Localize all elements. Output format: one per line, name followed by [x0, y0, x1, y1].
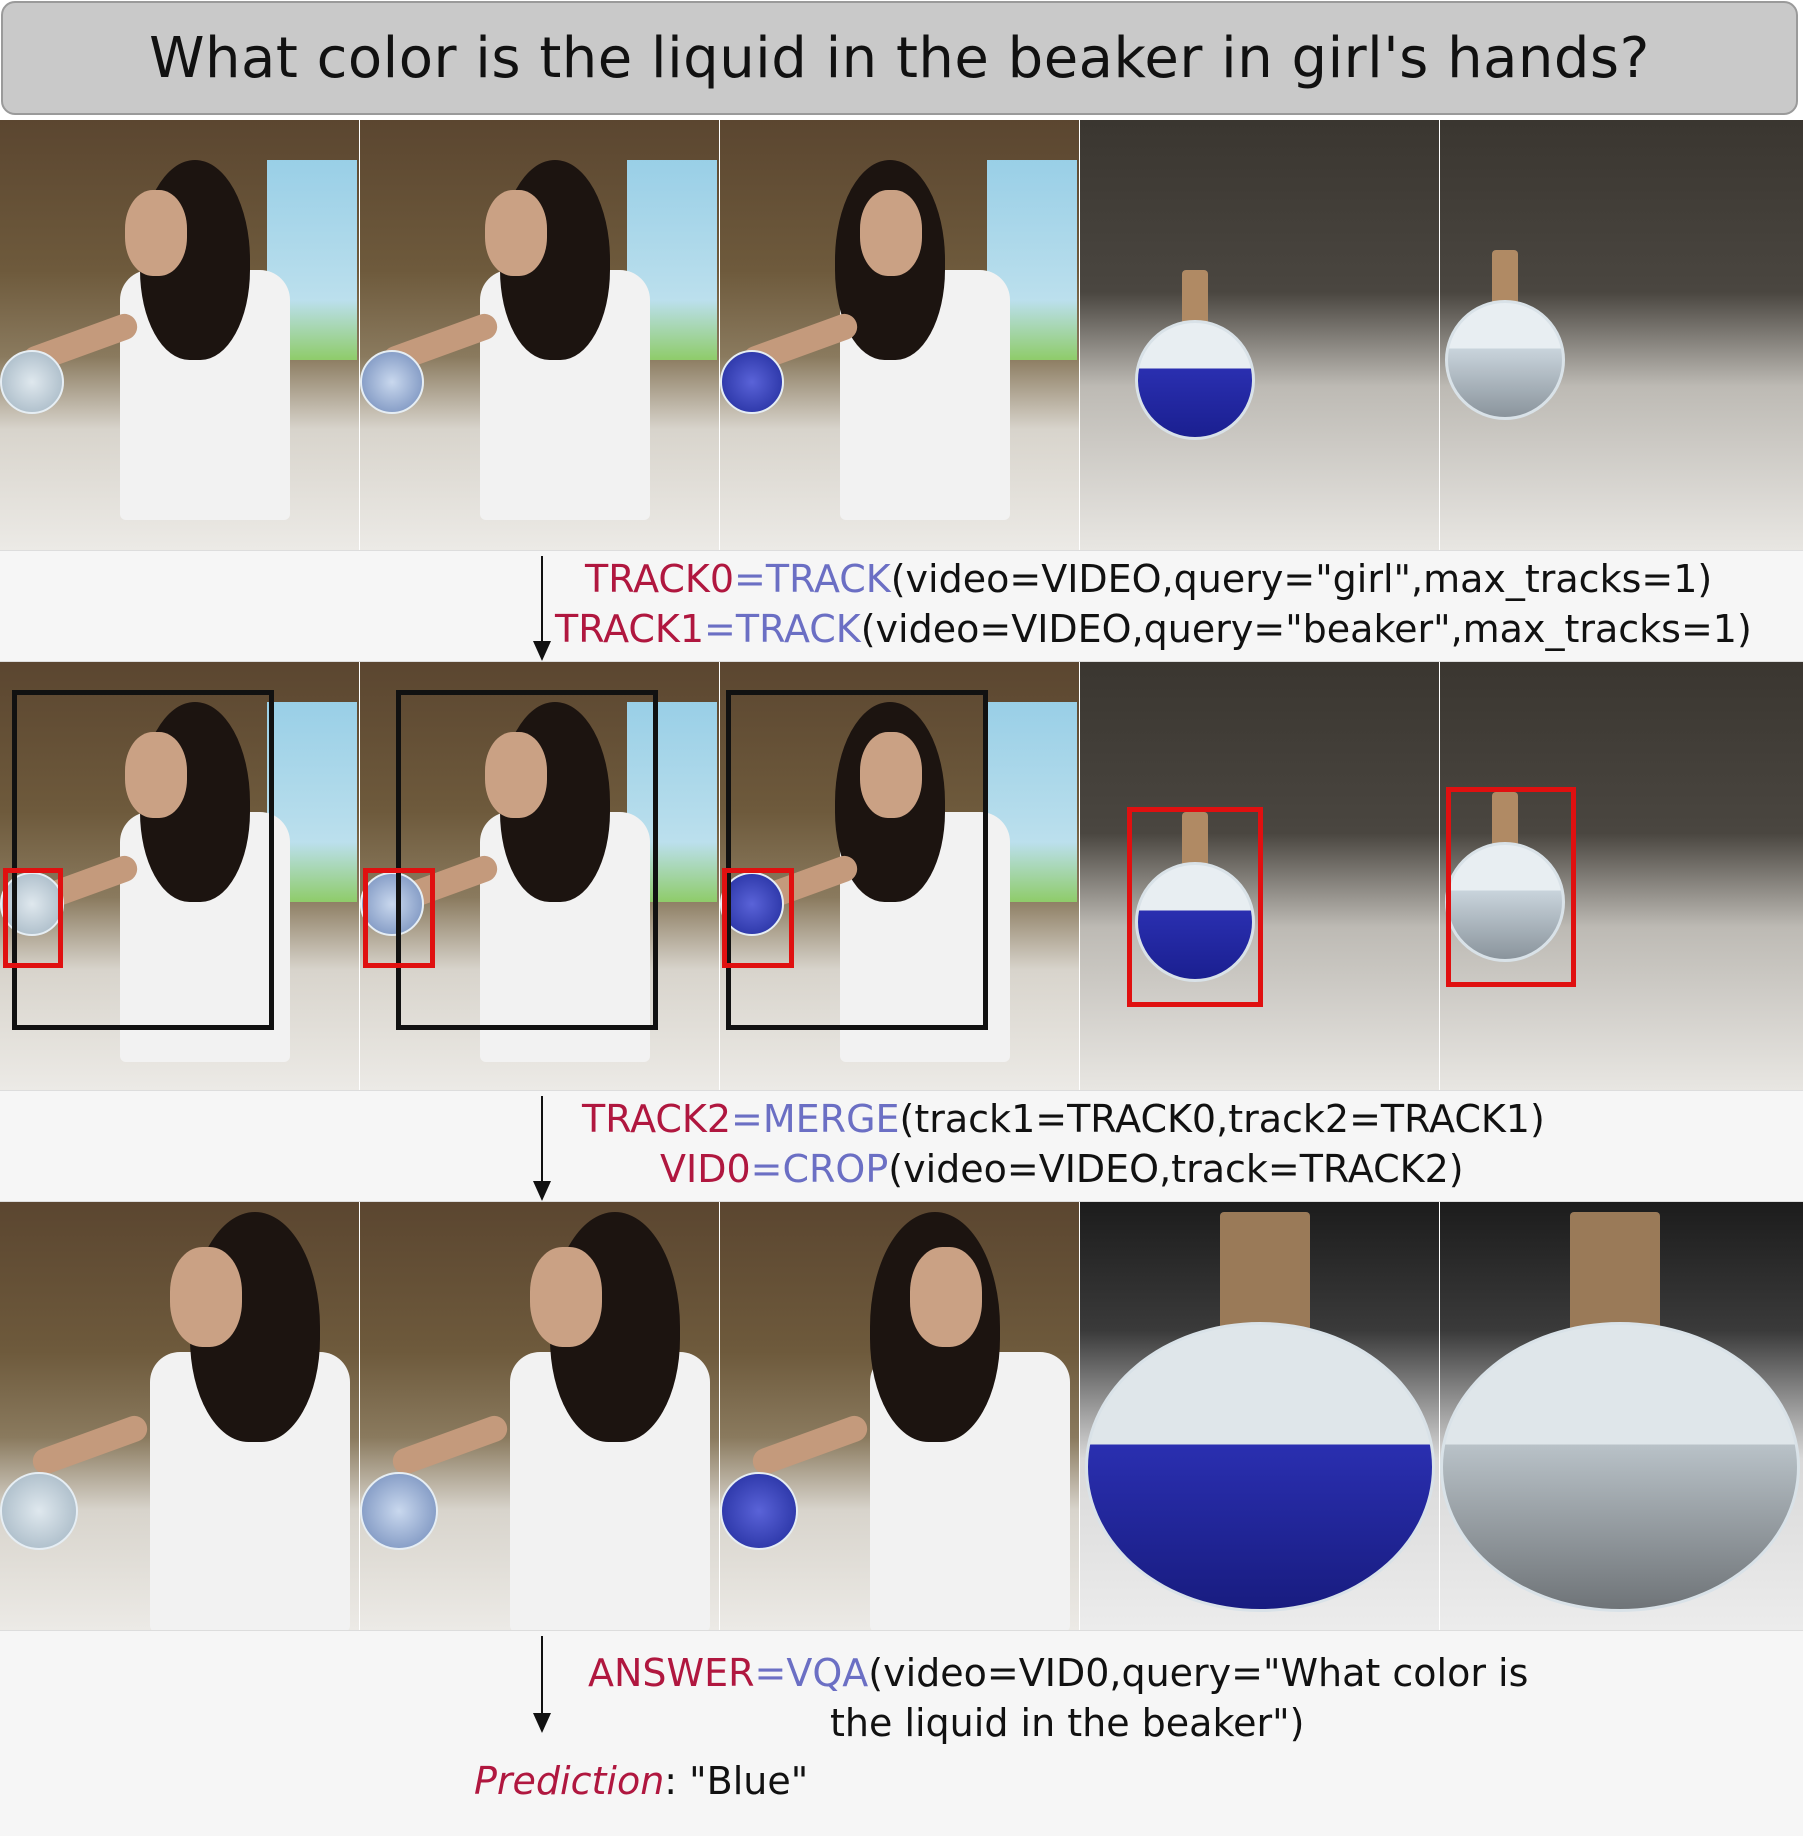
- beaker-icon: [1135, 862, 1255, 982]
- beaker-bounding-box: [363, 868, 435, 968]
- down-arrow-icon: [541, 1096, 543, 1184]
- beaker-icon: [0, 350, 64, 414]
- arrow-head-icon: [533, 1713, 551, 1733]
- down-arrow-icon: [541, 556, 543, 644]
- beaker-bounding-box: [1127, 807, 1263, 1007]
- video-frame-5-tracked: [1440, 662, 1803, 1090]
- question-text: What color is the liquid in the beaker i…: [149, 25, 1650, 91]
- video-frame-3: [720, 120, 1080, 550]
- beaker-icon: [720, 350, 784, 414]
- code-line-merge: TRACK2=MERGE(track1=TRACK0,track2=TRACK1…: [582, 1097, 1545, 1141]
- beaker-icon: [360, 1472, 438, 1550]
- program-step-vqa: ANSWER=VQA(video=VID0,query="What color …: [0, 1630, 1803, 1836]
- video-frame-3-cropped: [720, 1202, 1080, 1630]
- video-frame-4: [1080, 120, 1440, 550]
- beaker-icon: [1445, 300, 1565, 420]
- beaker-icon: [1135, 320, 1255, 440]
- beaker-neck: [1220, 1212, 1310, 1332]
- girl-face: [170, 1247, 242, 1347]
- arrow-head-icon: [533, 1181, 551, 1201]
- beaker-icon: [360, 350, 424, 414]
- question-banner: What color is the liquid in the beaker i…: [1, 1, 1798, 115]
- code-line-answer-cont: the liquid in the beaker"): [830, 1701, 1305, 1745]
- girl-face: [485, 190, 547, 276]
- video-frame-1-tracked: [0, 662, 360, 1090]
- video-frame-2: [360, 120, 720, 550]
- girl-face: [910, 1247, 982, 1347]
- girl-face: [485, 732, 547, 818]
- video-frame-5-cropped: [1440, 1202, 1803, 1630]
- code-line-track0: TRACK0=TRACK(video=VIDEO,query="girl",ma…: [585, 557, 1713, 601]
- girl-face: [860, 732, 922, 818]
- frames-row-tracked: [0, 662, 1803, 1090]
- beaker-icon: [360, 872, 424, 936]
- beaker-icon: [1440, 1322, 1800, 1612]
- beaker-icon: [1445, 842, 1565, 962]
- beaker-icon: [0, 1472, 78, 1550]
- code-line-answer: ANSWER=VQA(video=VID0,query="What color …: [588, 1651, 1529, 1695]
- beaker-icon: [0, 872, 64, 936]
- beaker-icon: [720, 1472, 798, 1550]
- girl-bounding-box: [726, 690, 988, 1030]
- frames-row-original: [0, 120, 1803, 550]
- down-arrow-icon: [541, 1636, 543, 1716]
- video-frame-5: [1440, 120, 1803, 550]
- code-line-track1: TRACK1=TRACK(video=VIDEO,query="beaker",…: [555, 607, 1752, 651]
- frames-row-cropped: [0, 1202, 1803, 1630]
- prediction: Prediction: "Blue": [474, 1759, 808, 1803]
- arrow-head-icon: [533, 641, 551, 661]
- girl-bounding-box: [12, 690, 274, 1030]
- video-frame-1: [0, 120, 360, 550]
- video-frame-4-cropped: [1080, 1202, 1440, 1630]
- video-frame-2-tracked: [360, 662, 720, 1090]
- beaker-bounding-box: [722, 868, 794, 968]
- video-frame-4-tracked: [1080, 662, 1440, 1090]
- program-step-merge-crop: TRACK2=MERGE(track1=TRACK0,track2=TRACK1…: [0, 1090, 1803, 1202]
- beaker-bounding-box: [3, 868, 63, 968]
- beaker-neck: [1570, 1212, 1660, 1332]
- prediction-label: Prediction: [474, 1759, 665, 1803]
- video-frame-2-cropped: [360, 1202, 720, 1630]
- program-step-track: TRACK0=TRACK(video=VIDEO,query="girl",ma…: [0, 550, 1803, 662]
- video-frame-3-tracked: [720, 662, 1080, 1090]
- girl-face: [125, 190, 187, 276]
- girl-face: [125, 732, 187, 818]
- girl-bounding-box: [396, 690, 658, 1030]
- beaker-bounding-box: [1446, 787, 1576, 987]
- beaker-icon: [1085, 1322, 1435, 1612]
- video-frame-1-cropped: [0, 1202, 360, 1630]
- girl-face: [860, 190, 922, 276]
- prediction-value: : "Blue": [664, 1759, 809, 1803]
- girl-face: [530, 1247, 602, 1347]
- code-line-crop: VID0=CROP(video=VIDEO,track=TRACK2): [660, 1147, 1464, 1191]
